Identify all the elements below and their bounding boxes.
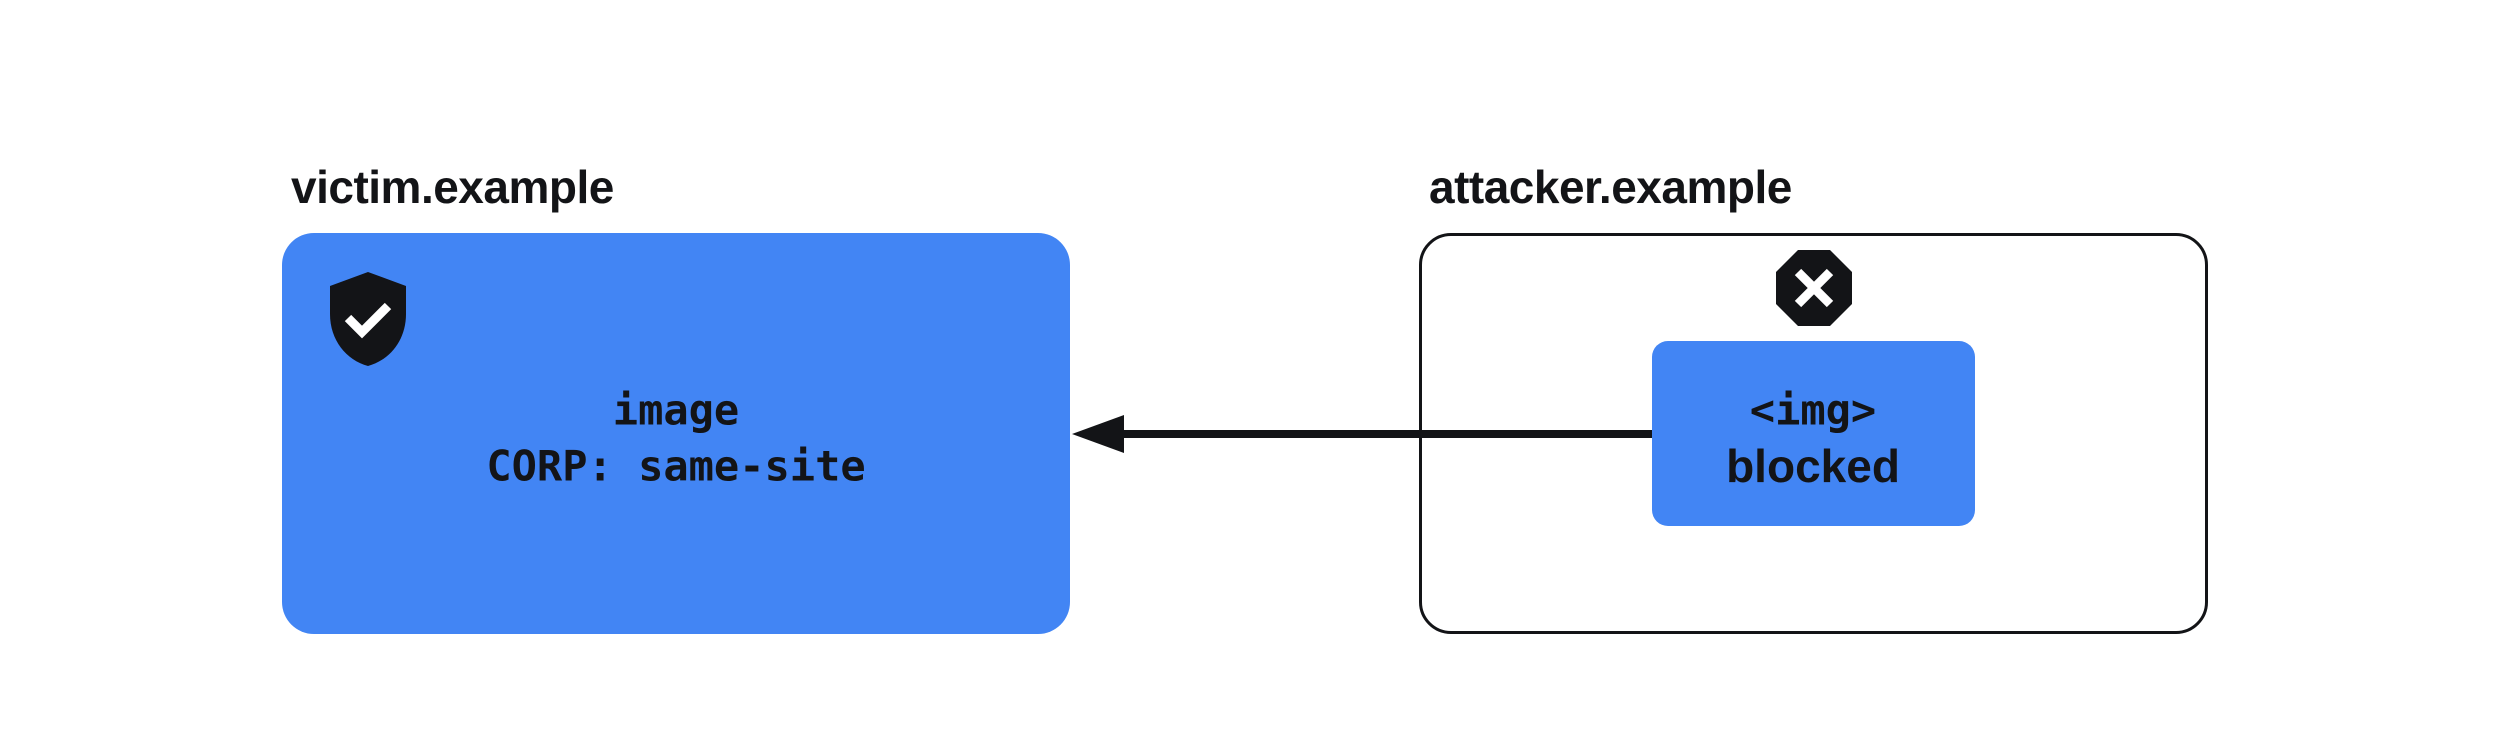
img-element-box [1652,341,1975,526]
img-tag-label: <img> [1749,385,1877,435]
blocked-octagon-x-icon [1776,250,1852,326]
victim-domain-label: victim.example [291,161,614,213]
blocked-status-label: blocked [1726,440,1900,492]
request-arrow [1072,415,1654,453]
victim-corp-header: CORP: same-site [486,441,866,491]
victim-resource-box [282,233,1070,634]
shield-check-icon [330,272,406,366]
victim-resource-name: image [612,385,740,435]
attacker-domain-label: attacker.example [1429,161,1792,213]
